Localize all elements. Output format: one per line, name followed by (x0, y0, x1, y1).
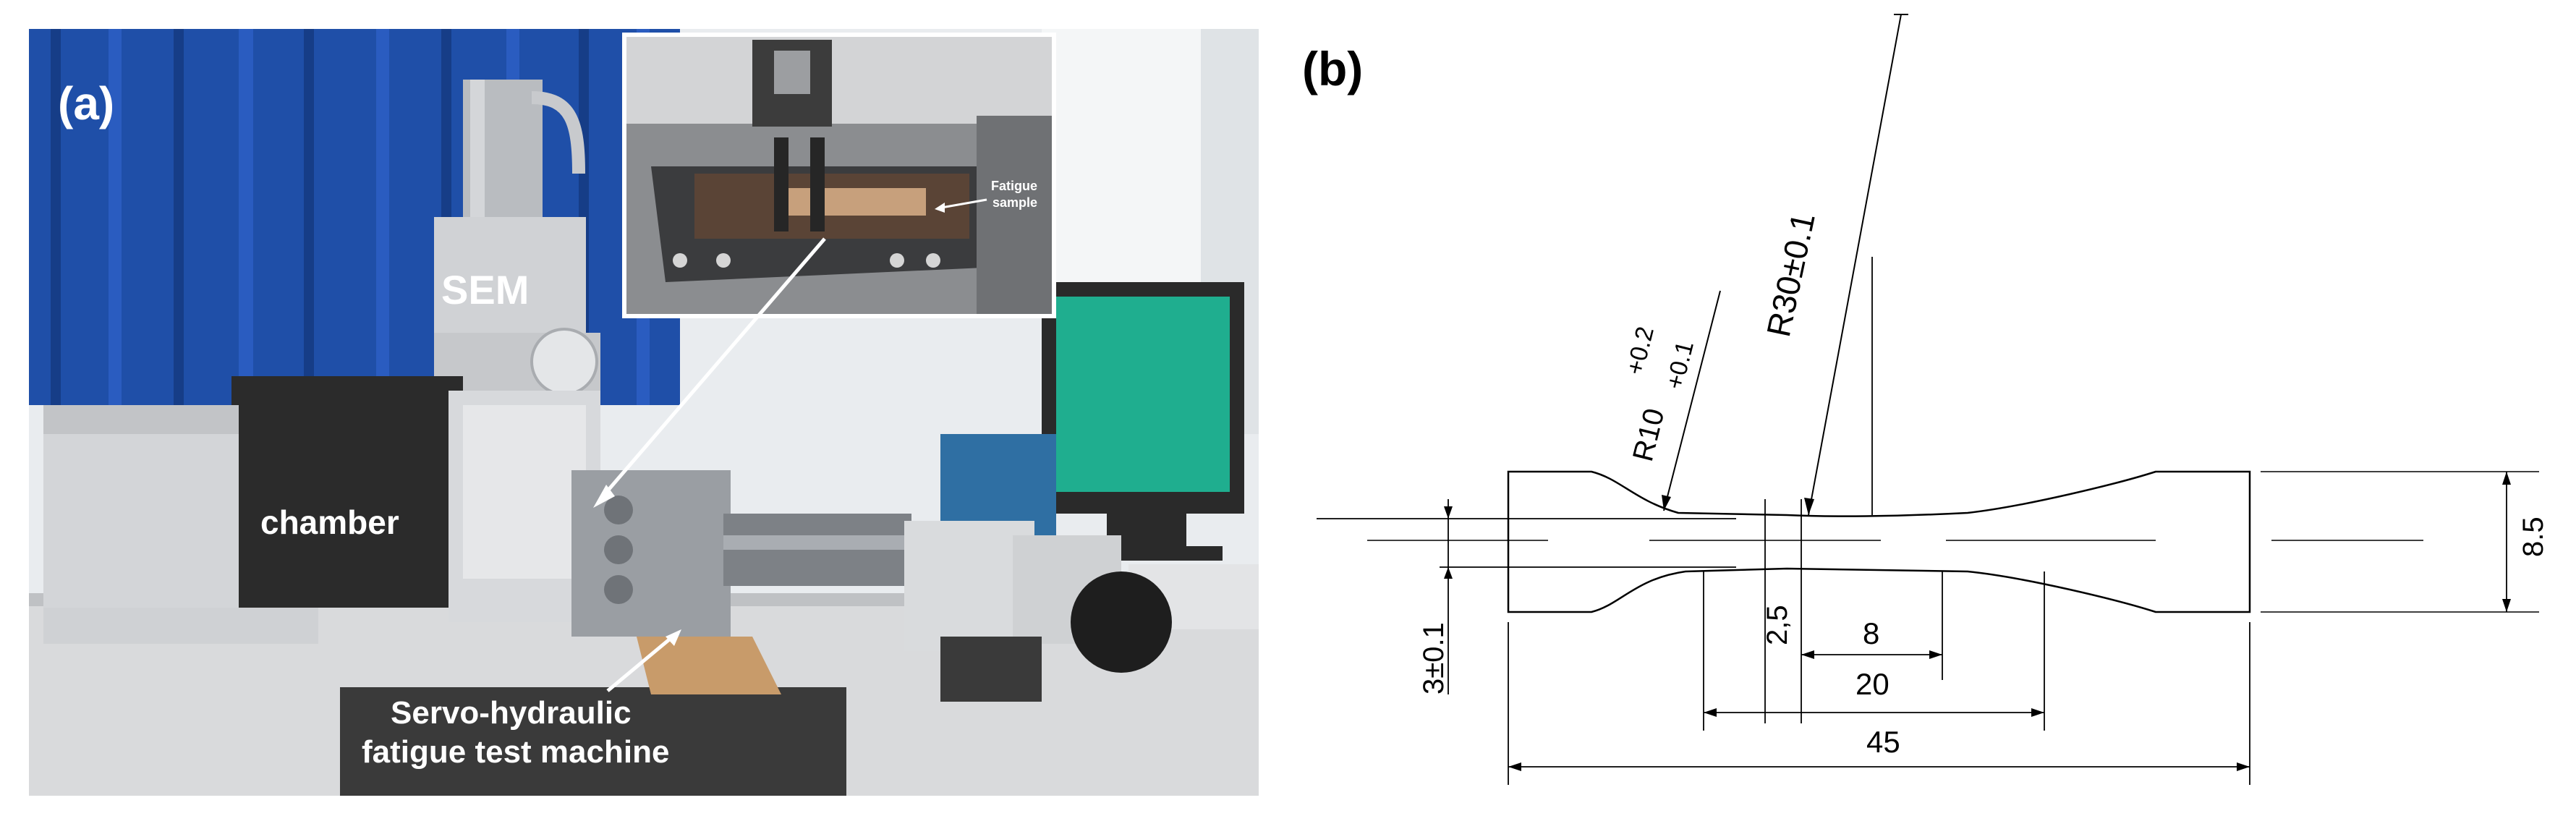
r10-tol-lower: +0.1 (1661, 339, 1699, 392)
inset-to-chamber-arrow (599, 237, 826, 501)
sem-label: SEM (441, 267, 529, 313)
specimen-drawing: (b) R30±0.1 R10 +0.1 +0.2 3±0.1 2, (1302, 14, 2549, 785)
photo-panel: Fatigue sample (a) SEM chamber Servo-hyd… (0, 0, 1273, 825)
dim-45-label: 45 (1866, 725, 1900, 759)
r10-leader (1663, 290, 1721, 511)
r30-label: R30±0.1 (1759, 209, 1822, 340)
panel-b-label: (b) (1302, 42, 1363, 95)
dim-2-5-label: 2,5 (1761, 605, 1793, 645)
r30-leader (1808, 14, 1902, 516)
dim-8-label: 8 (1863, 616, 1879, 650)
panel-a-label: (a) (58, 77, 114, 129)
chamber-label: chamber (260, 503, 399, 541)
wooden-board (637, 637, 781, 694)
machine-arrow (606, 635, 674, 692)
inset-label-line1: Fatigue (991, 179, 1037, 193)
inset-photo: Fatigue sample (622, 33, 1056, 318)
bench-opening (340, 687, 846, 796)
specimen-outline (1507, 470, 2251, 613)
r10-label: R10 (1627, 405, 1670, 464)
dim-8-5-label: 8.5 (2517, 516, 2549, 557)
machine-label-line1: Servo-hydraulic (391, 695, 632, 731)
machine-label-line2: fatigue test machine (362, 734, 669, 770)
photo-illustration: Fatigue sample (a) SEM chamber Servo-hyd… (29, 29, 1259, 796)
inset-pointer-arrow (937, 198, 987, 210)
dim-20-label: 20 (1856, 667, 1890, 701)
fatigue-machine (571, 470, 1172, 702)
monitor (1042, 282, 1244, 561)
thickness-label: 3±0.1 (1418, 622, 1450, 694)
r10-tol-upper: +0.2 (1621, 324, 1659, 378)
drawing-panel: (b) R30±0.1 R10 +0.1 +0.2 3±0.1 2, (1288, 0, 2576, 825)
sem-chamber (43, 376, 600, 644)
inset-label-line2: sample (992, 195, 1037, 210)
